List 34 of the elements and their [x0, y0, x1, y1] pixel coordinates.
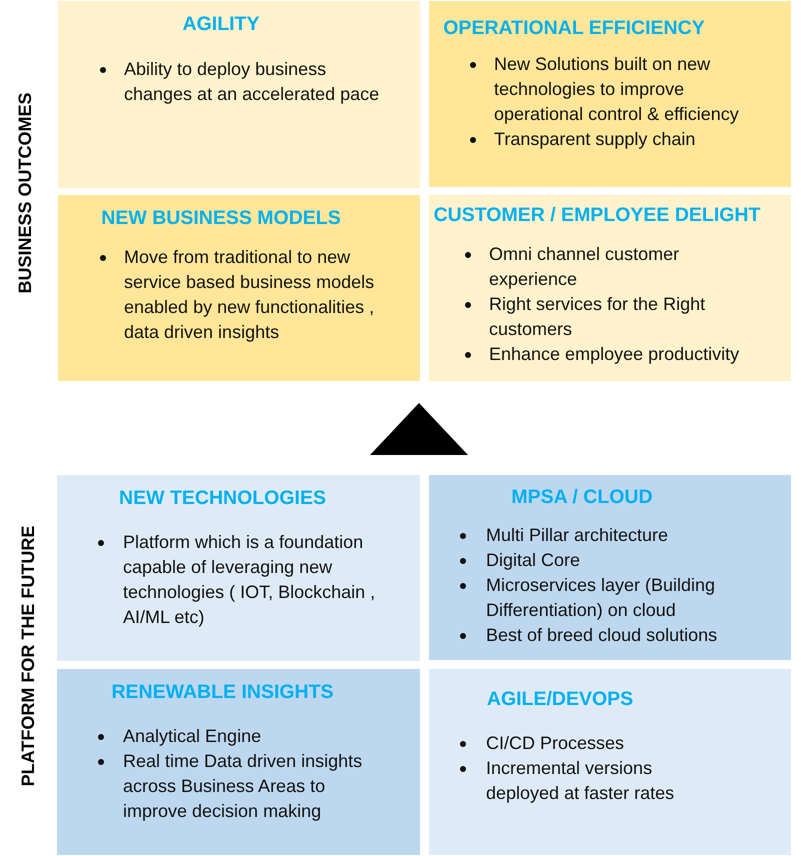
- section-label: BUSINESS OUTCOMES: [14, 92, 36, 294]
- card-heading: RENEWABLE INSIGHTS: [111, 680, 334, 704]
- bullet-text: Microservices layer (Building Differentiation) on cloud: [486, 574, 716, 622]
- card-heading: MPSA / CLOUD: [511, 485, 653, 509]
- card-heading: NEW TECHNOLOGIES: [119, 486, 326, 510]
- card-heading: AGILE/DEVOPS: [486, 687, 634, 711]
- bullet-text: Incremental versions deployed at faster rates: [486, 757, 676, 805]
- bullet-text: Transparent supply chain: [494, 128, 696, 151]
- bullet-text: Analytical Engine: [123, 725, 262, 748]
- card-heading: AGILITY: [182, 12, 260, 36]
- bullet-text: CI/CD Processes: [486, 732, 626, 755]
- outcome-card: [429, 1, 791, 187]
- outcome-card: [58, 1, 420, 188]
- bullet-text: Enhance employee productivity: [489, 343, 740, 366]
- card-heading: OPERATIONAL EFFICIENCY: [443, 16, 705, 40]
- section-label: PLATFORM FOR THE FUTURE: [17, 526, 39, 786]
- bullet-text: Real time Data driven insights across Business Areas to improve decision making: [123, 750, 364, 823]
- bullet-text: New Solutions built on new technologies to improve operational control & efficiency: [494, 53, 740, 126]
- bullet-text: Platform which is a foundation capable of leveraging new technologies ( IOT, Blockchain , AI/ML etc): [123, 531, 376, 629]
- outcome-card: [58, 195, 420, 381]
- platform-card: [57, 475, 420, 661]
- bullet-text: Multi Pillar architecture: [486, 524, 670, 547]
- bullet-text: Best of breed cloud solutions: [486, 624, 718, 647]
- platform-card: [57, 669, 420, 855]
- outcome-card: [429, 195, 791, 381]
- platform-card: [429, 669, 791, 855]
- platform-card: [429, 475, 791, 660]
- bullet-text: Right services for the Right customers: [489, 293, 706, 341]
- bullet-text: Digital Core: [486, 549, 582, 572]
- bullet-text: Move from traditional to new service based business models enabled by new functionalities , data driven insights: [124, 246, 376, 344]
- bullet-text: Omni channel customer experience: [489, 243, 680, 291]
- card-heading: CUSTOMER / EMPLOYEE DELIGHT: [434, 203, 760, 227]
- card-heading: NEW BUSINESS MODELS: [101, 206, 341, 230]
- bullet-text: Ability to deploy business changes at an accelerated pace: [124, 58, 380, 106]
